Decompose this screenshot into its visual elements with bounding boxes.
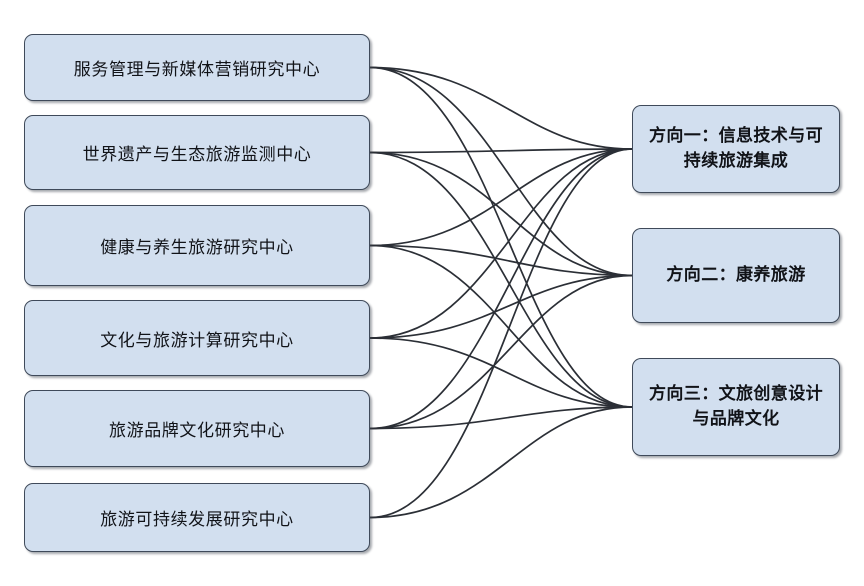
edge-L5-R1 — [369, 148, 633, 430]
right-node-2-label: 方向二：康养旅游 — [666, 265, 806, 285]
left-node-4[interactable]: 文化与旅游计算研究中心 — [24, 300, 370, 376]
edge-L4-R3 — [369, 337, 633, 408]
left-node-6-label: 旅游可持续发展研究中心 — [100, 510, 294, 529]
left-node-5-label: 旅游品牌文化研究中心 — [109, 421, 285, 440]
edge-L3-R1 — [369, 148, 633, 247]
right-node-1-label: 方向一：信息技术与可 持续旅游集成 — [649, 126, 823, 170]
edge-L5-R3 — [369, 406, 633, 430]
right-node-1[interactable]: 方向一：信息技术与可 持续旅游集成 — [632, 105, 840, 193]
edge-L1-R3 — [369, 66, 633, 408]
edge-L2-R2 — [369, 151, 633, 277]
edge-L6-R1 — [369, 148, 633, 519]
edge-L1-R1 — [369, 66, 633, 150]
edge-L1-R2 — [369, 66, 633, 277]
left-node-2[interactable]: 世界遗产与生态旅游监测中心 — [24, 115, 370, 190]
left-node-5[interactable]: 旅游品牌文化研究中心 — [24, 390, 370, 467]
right-node-2[interactable]: 方向二：康养旅游 — [632, 228, 840, 323]
left-node-4-label: 文化与旅游计算研究中心 — [100, 330, 294, 350]
edge-L6-R3 — [369, 406, 633, 519]
edge-L4-R2 — [369, 274, 633, 339]
left-node-3[interactable]: 健康与养生旅游研究中心 — [24, 205, 370, 286]
left-node-6[interactable]: 旅游可持续发展研究中心 — [24, 483, 370, 552]
edge-L3-R2 — [369, 244, 633, 277]
left-node-1[interactable]: 服务管理与新媒体营销研究中心 — [24, 34, 370, 101]
edge-L2-R1 — [369, 148, 633, 154]
left-node-1-label: 服务管理与新媒体营销研究中心 — [73, 60, 321, 79]
right-node-3[interactable]: 方向三：文旅创意设计 与品牌文化 — [632, 358, 840, 456]
edge-L3-R3 — [369, 244, 633, 408]
left-node-3-label: 健康与养生旅游研究中心 — [100, 238, 294, 257]
edge-L4-R1 — [369, 148, 633, 339]
right-node-3-label: 方向三：文旅创意设计 与品牌文化 — [649, 384, 823, 428]
edge-L2-R3 — [369, 151, 633, 408]
edge-L5-R2 — [369, 274, 633, 430]
left-node-2-label: 世界遗产与生态旅游监测中心 — [82, 145, 312, 164]
